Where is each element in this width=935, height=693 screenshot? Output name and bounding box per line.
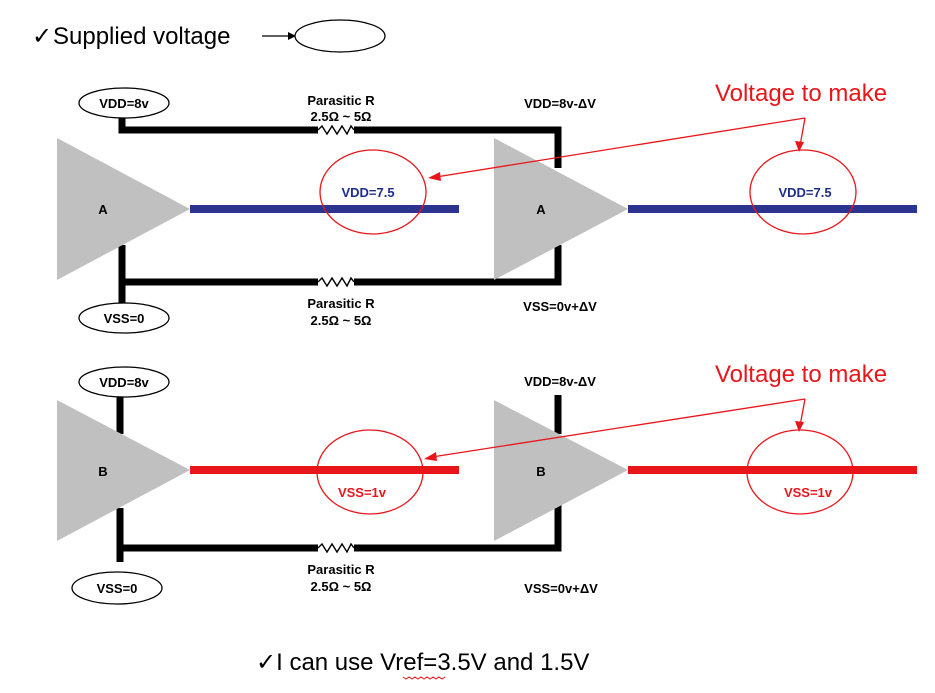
bottom-vdd-oval (78, 366, 170, 398)
bottom-vss-supply-label: VSS=0 (97, 581, 138, 596)
bottom-buffer-1 (57, 400, 190, 541)
footer-note: ✓I can use Vref=3.5V and 1.5V (256, 649, 589, 676)
footer-note-suffix: =3.5V and 1.5V (423, 649, 589, 676)
bottom-callout-arrow-2 (799, 398, 806, 427)
bottom-diagram: B B VDD=8v VSS=0 Parasitic R 2.5Ω ~ 5Ω V… (57, 361, 917, 605)
bottom-callout-arrowhead-1 (424, 452, 437, 461)
bottom-parasitic-value: 2.5Ω ~ 5Ω (311, 579, 372, 594)
top-vdd-oval (78, 87, 170, 119)
bottom-vdd-remote-label: VDD=8v-ΔV (524, 374, 596, 389)
bottom-vss-rail-left (116, 508, 318, 552)
bottom-callout-arrow-1 (431, 398, 806, 458)
supplied-voltage-oval (294, 19, 386, 53)
top-vss-rail-right (354, 245, 562, 286)
top-diagram: A A VDD=8v VSS=0 Parasitic R 2.5Ω ~ 5Ω P… (57, 80, 917, 334)
top-parasitic-top-value: 2.5Ω ~ 5Ω (311, 109, 372, 124)
bottom-buffer-1-label: B (98, 464, 107, 479)
bottom-parasitic-title: Parasitic R (307, 562, 375, 577)
top-buffer-1-label: A (98, 202, 108, 217)
top-callout-arrowhead-1 (428, 172, 441, 181)
header-check-mark: ✓ (32, 23, 52, 50)
bottom-vss-rail-right (354, 505, 562, 552)
top-resistor-vss (317, 276, 355, 288)
top-vss-supply-label: VSS=0 (104, 311, 145, 326)
top-vdd-remote-label: VDD=8v-ΔV (524, 96, 596, 111)
supplied-voltage-label: Supplied voltage (53, 23, 230, 50)
top-vss-oval (78, 302, 170, 334)
bottom-target-label-2: VSS=1v (784, 485, 833, 500)
top-vdd-rail-right (354, 126, 562, 168)
footer-vref: Vref (380, 649, 423, 676)
top-target-oval-2 (749, 149, 857, 235)
bottom-target-oval-1 (316, 429, 424, 515)
bottom-buffer-2 (494, 400, 628, 541)
top-vss-remote-label: VSS=0v+ΔV (523, 299, 597, 314)
top-callout-arrow-1 (435, 117, 806, 178)
footer-note-prefix: I can use (276, 649, 380, 676)
bottom-buffer-2-label: B (536, 464, 545, 479)
top-target-label-1: VDD=7.5 (341, 185, 394, 200)
top-buffer-1 (57, 138, 190, 280)
top-vdd-rail-left (118, 118, 318, 134)
bottom-callout-text: Voltage to make (715, 361, 887, 388)
spellcheck-underline (402, 676, 446, 680)
top-target-label-2: VDD=7.5 (778, 185, 831, 200)
top-parasitic-bottom-value: 2.5Ω ~ 5Ω (311, 313, 372, 328)
bottom-vdd-supply-label: VDD=8v (99, 375, 149, 390)
top-vdd-supply-label: VDD=8v (99, 96, 149, 111)
top-callout-arrowhead-2 (795, 141, 804, 152)
top-callout-arrow-2 (799, 117, 806, 147)
bottom-vss-remote-label: VSS=0v+ΔV (524, 581, 598, 596)
supplied-voltage-arrowhead (288, 32, 296, 40)
top-parasitic-bottom-title: Parasitic R (307, 296, 375, 311)
top-vss-rail-left (118, 245, 318, 286)
bottom-vss-oval (71, 571, 163, 605)
top-buffer-2-label: A (536, 202, 546, 217)
top-target-oval-1 (319, 149, 427, 235)
top-buffer-2 (494, 138, 628, 280)
top-resistor-vdd (317, 124, 355, 136)
top-callout-text: Voltage to make (715, 80, 887, 107)
bottom-resistor-vss (317, 542, 355, 554)
footer-check-mark: ✓ (256, 649, 276, 676)
top-parasitic-top-title: Parasitic R (307, 93, 375, 108)
bottom-callout-arrowhead-2 (795, 421, 804, 432)
bottom-target-label-1: VSS=1v (338, 485, 387, 500)
